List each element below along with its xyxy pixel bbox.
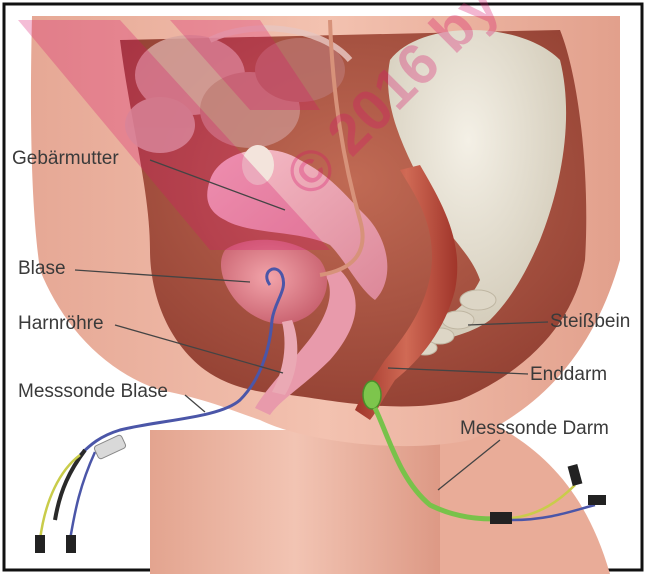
label-bladder-probe: Messsonde Blase	[18, 381, 168, 403]
label-rectal-probe: Messsonde Darm	[460, 418, 609, 440]
label-urethra: Harnröhre	[18, 313, 104, 335]
label-coccyx: Steißbein	[550, 311, 630, 333]
label-rectum: Enddarm	[530, 364, 607, 386]
rectal-probe-balloon	[363, 381, 381, 409]
thigh	[150, 430, 440, 574]
label-uterus: Gebärmutter	[12, 148, 119, 170]
label-bladder: Blase	[18, 258, 66, 280]
